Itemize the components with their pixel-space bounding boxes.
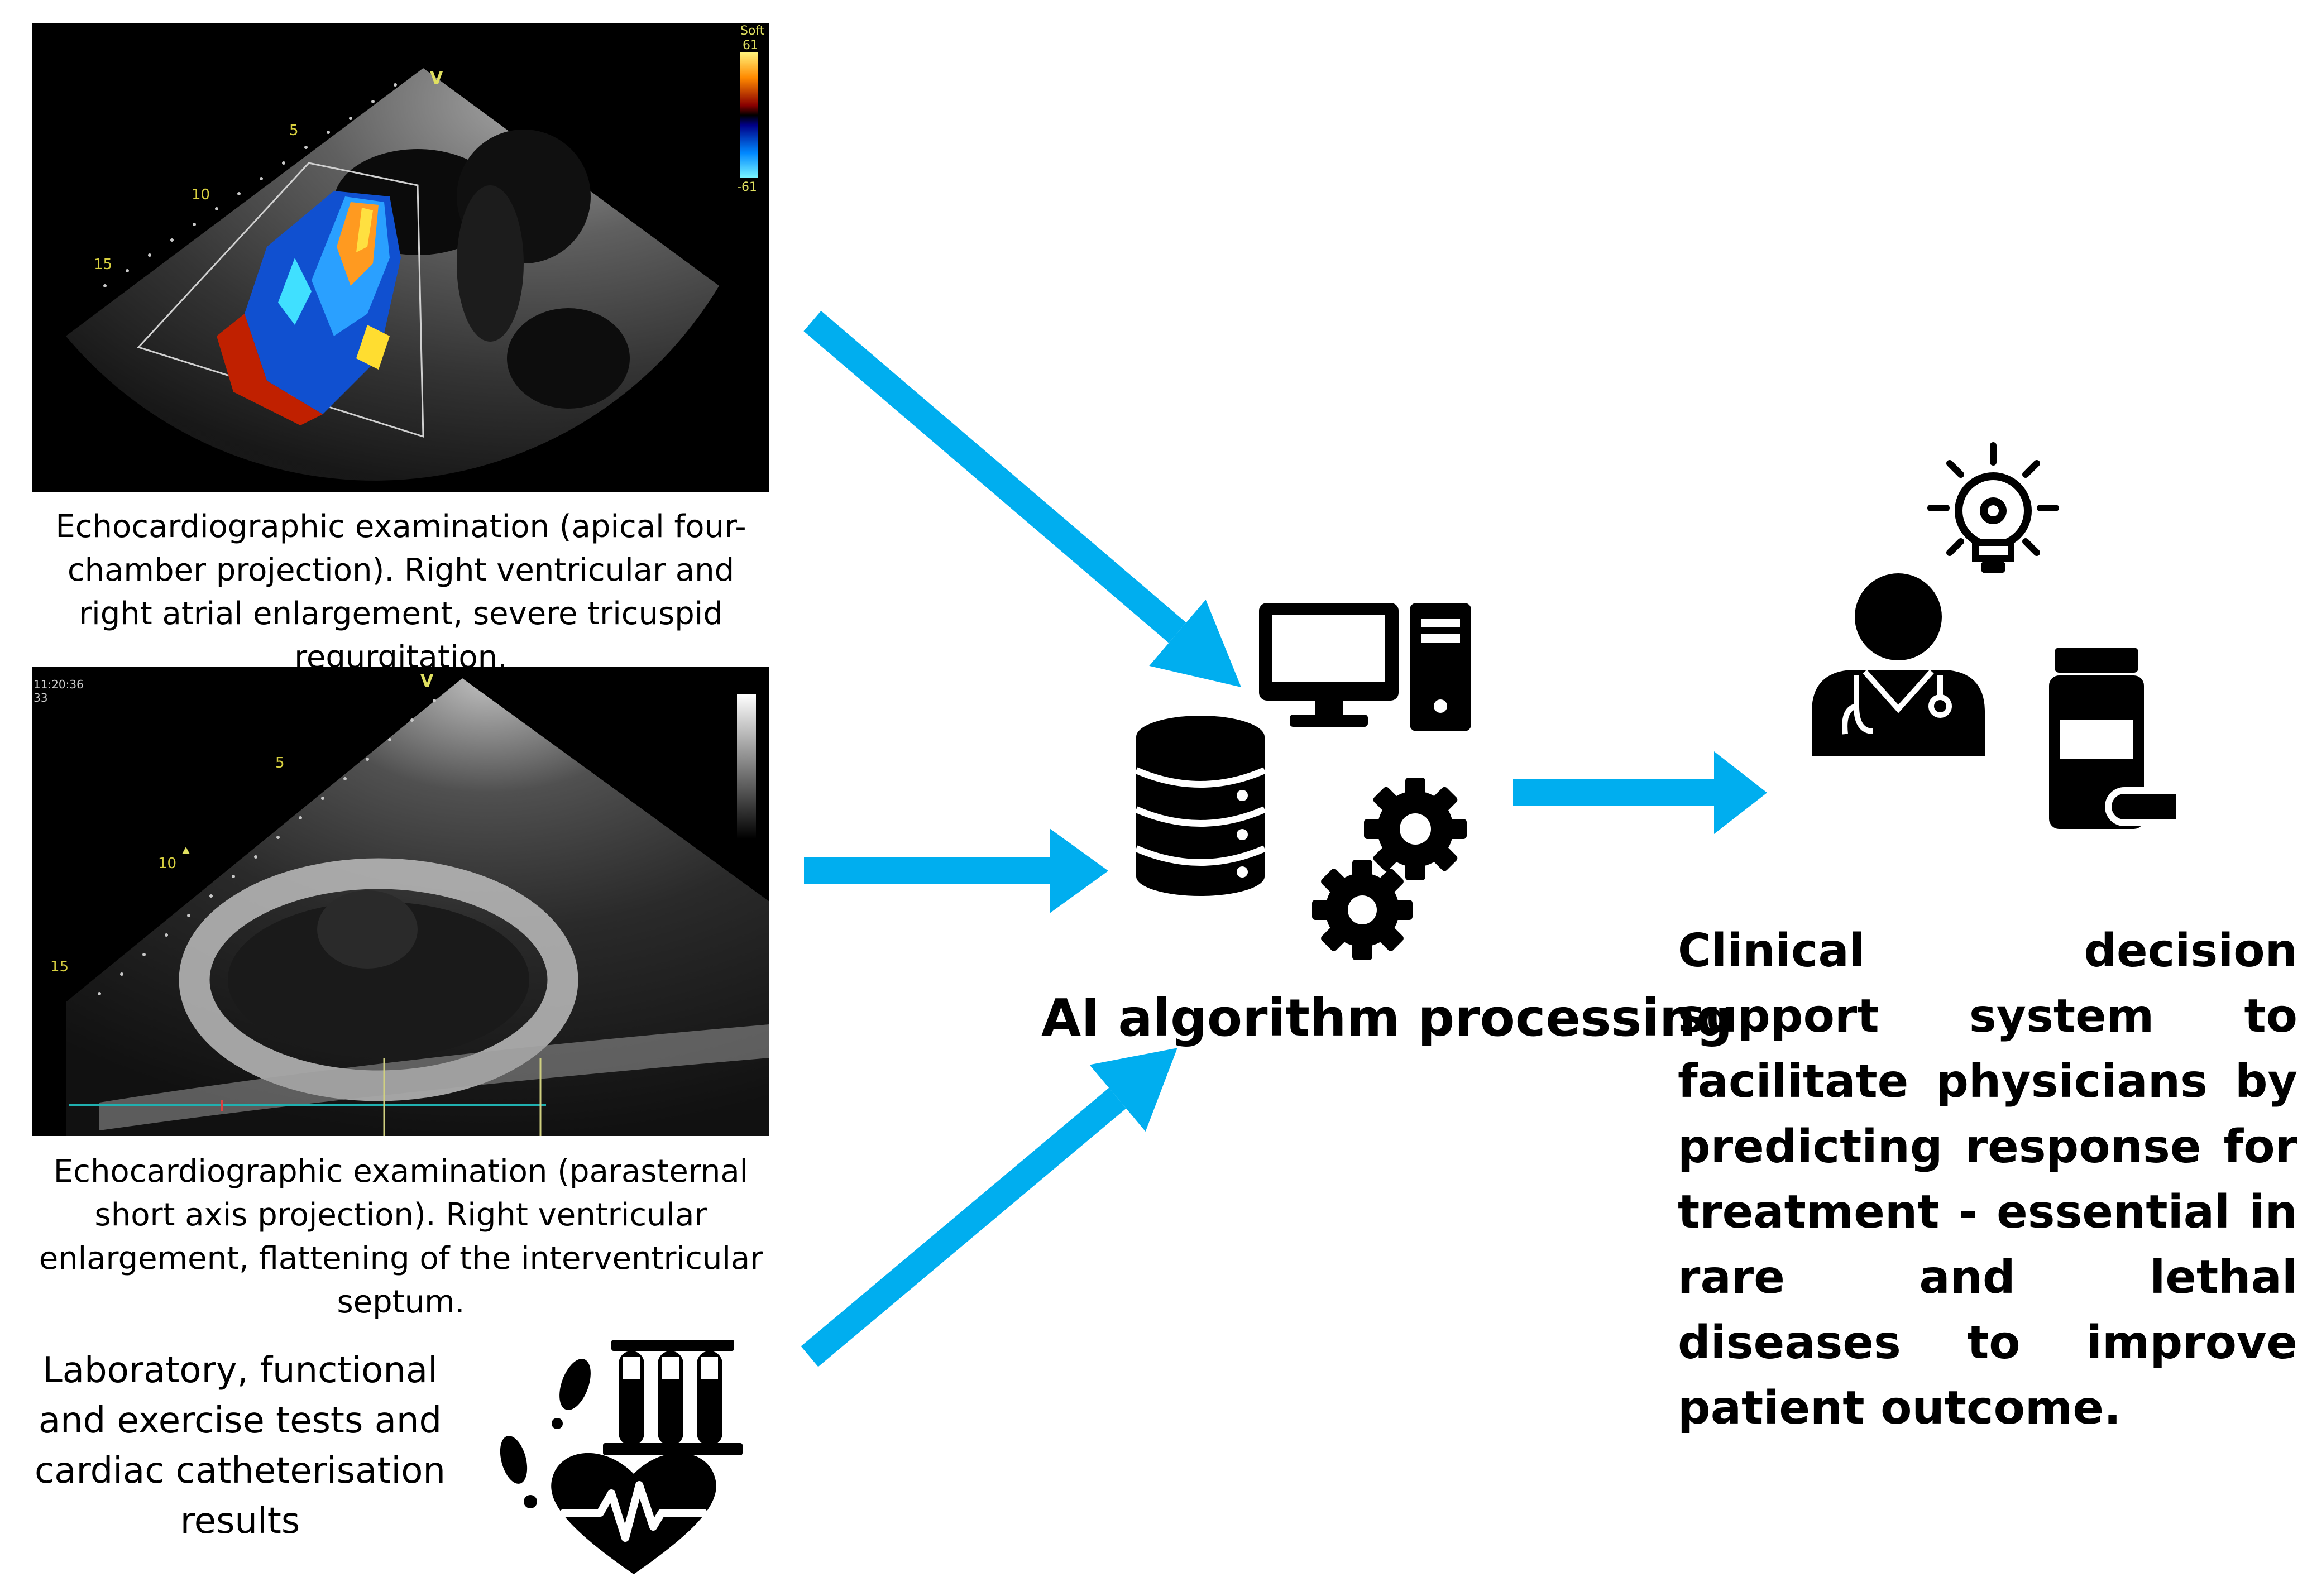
colorbar-min: -61: [737, 180, 757, 194]
depth-mark-5: 5: [275, 755, 285, 771]
lab-tests-icon: [491, 1334, 754, 1580]
timestamp: 11:20:36: [33, 678, 84, 691]
echo-image-parasternal-short-axis: 5 10 15 V 11:20:36 33: [32, 667, 769, 1136]
depth-mark-15: 15: [94, 256, 112, 273]
frame-number: 33: [33, 691, 47, 704]
clinical-decision-support-text: Clinical decision support system to faci…: [1678, 924, 2297, 1435]
database-icon: [1133, 715, 1267, 896]
orientation-marker: V: [420, 672, 434, 691]
idea-lightbulb-icon: [1926, 441, 2060, 586]
depth-mark-15: 15: [50, 958, 69, 975]
lab-tests-text: Laboratory, functional and exercise test…: [35, 1350, 446, 1542]
depth-mark-5: 5: [289, 122, 299, 139]
echo1-caption: Echocardiographic examination (apical fo…: [55, 509, 746, 675]
colorbar-max: 61: [743, 39, 758, 52]
arrow-echo1-to-ai: [803, 310, 1242, 687]
arrow-ai-to-cds: [1513, 751, 1767, 834]
orientation-marker: V: [430, 69, 443, 88]
medication-icon: [2049, 648, 2183, 832]
depth-mark-10: 10: [192, 186, 210, 203]
colorbar-label: Soft: [740, 24, 765, 38]
depth-mark-10: 10: [158, 855, 176, 872]
computer-icon: [1259, 603, 1471, 731]
arrow-lab-to-ai: [801, 1048, 1177, 1367]
echo2-caption: Echocardiographic examination (parastern…: [39, 1153, 763, 1320]
ai-processing-label: AI algorithm processing: [1041, 988, 1733, 1048]
arrow-echo2-to-ai: [804, 828, 1108, 913]
echo-image-apical-four-chamber: 5 10 15 V Soft 61 -61: [32, 23, 769, 492]
gears-icon: [1312, 776, 1468, 960]
doctor-icon: [1812, 572, 1985, 756]
